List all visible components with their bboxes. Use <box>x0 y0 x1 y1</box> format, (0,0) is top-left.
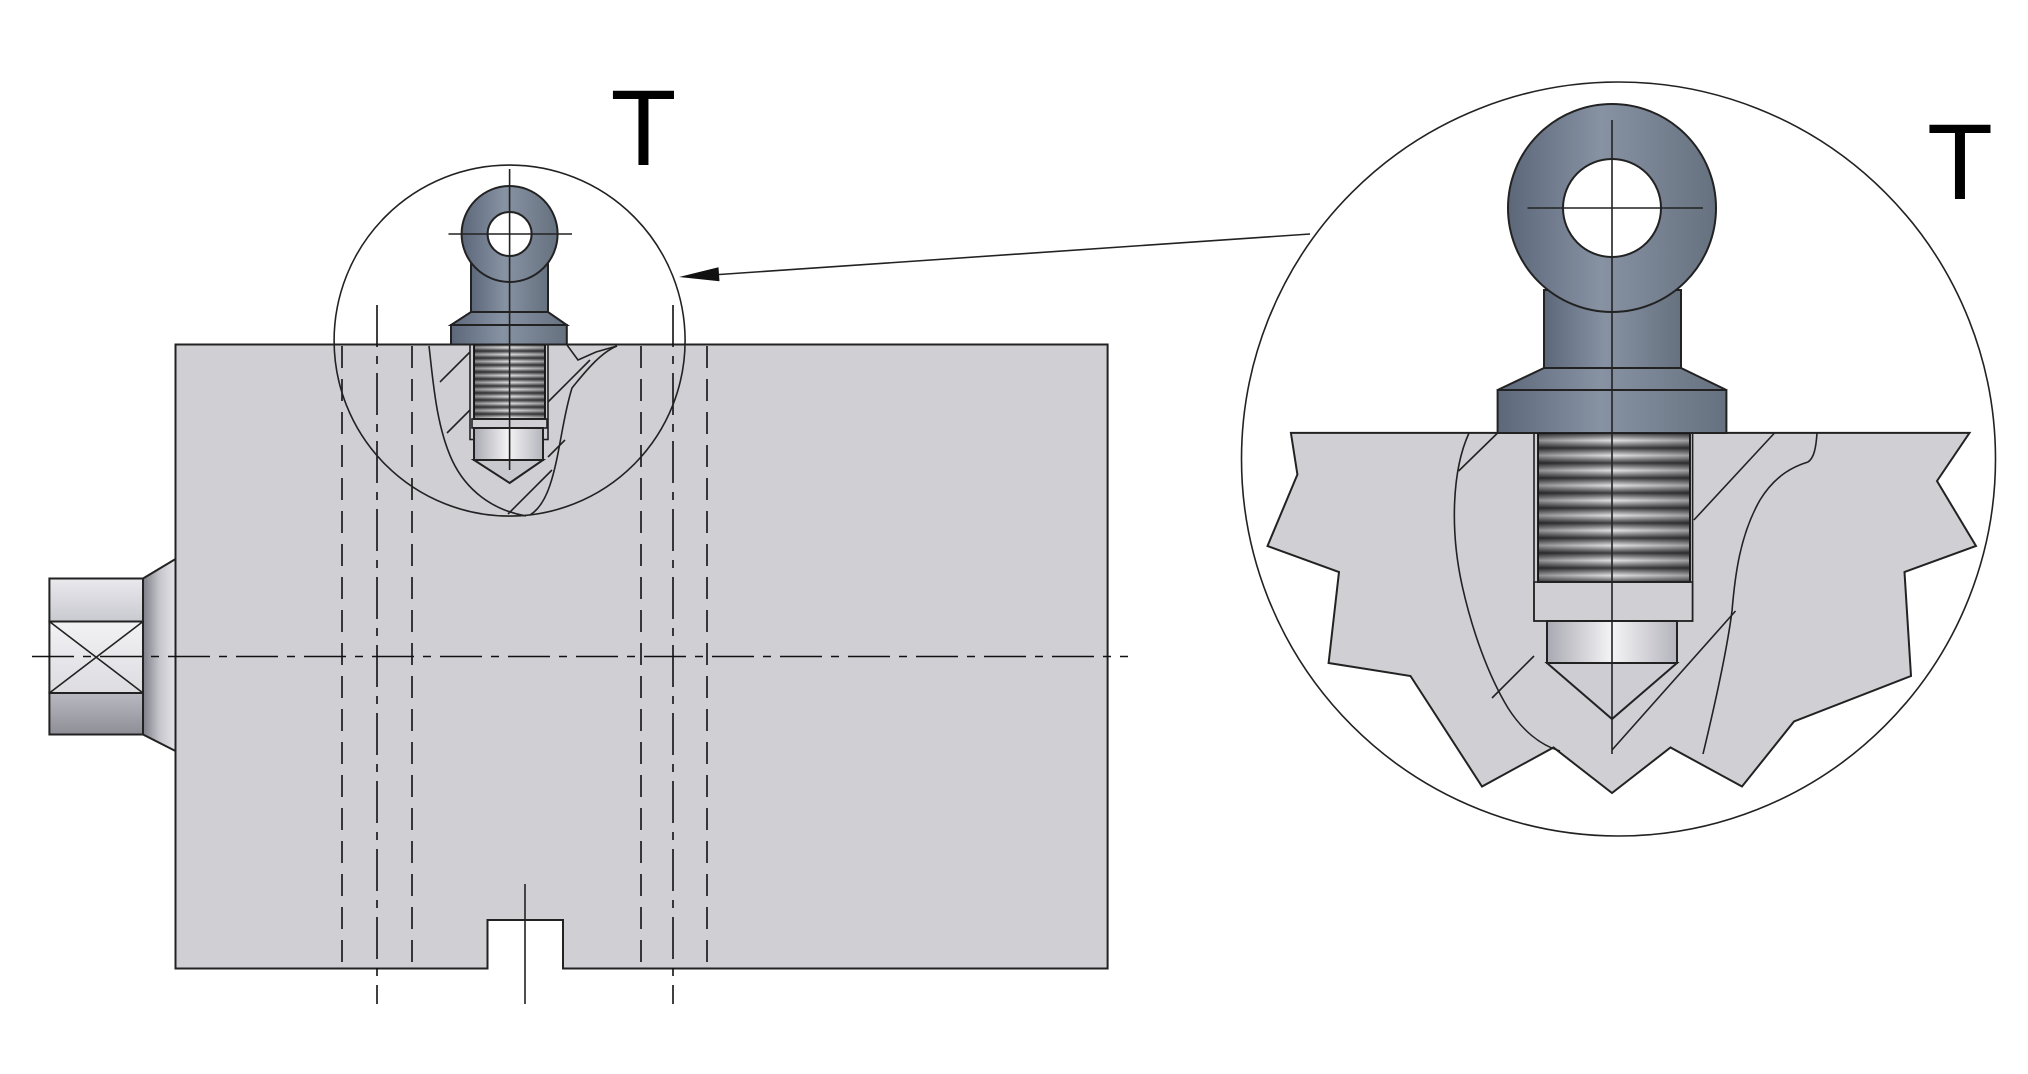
detail-hatch-line-3 <box>1611 610 1737 751</box>
section-break-right <box>529 345 618 516</box>
hatch-line-5 <box>507 469 553 515</box>
local-section-small <box>428 343 618 517</box>
drill-point-cone <box>470 459 547 485</box>
detail-boundary-circle-small <box>333 164 686 517</box>
main-view: T <box>32 67 1128 1004</box>
detail-hatch-line-4 <box>1491 655 1535 699</box>
hatch-line-1 <box>439 351 471 383</box>
detail-boundary-circle <box>1240 81 1997 837</box>
hex-flat-cross-2 <box>48 620 144 694</box>
broken-section <box>1266 431 1978 795</box>
hex-spigot <box>48 557 177 753</box>
detail-eyebolt-thread-shade <box>1538 433 1690 582</box>
detail-hatch-line-1 <box>1458 432 1499 472</box>
eyebolt-shank <box>473 427 544 461</box>
hatch-line-2 <box>446 409 471 434</box>
leader-line <box>711 233 1311 276</box>
detail-leader <box>679 233 1311 282</box>
eyebolt-detail <box>1496 103 1728 754</box>
detail-view: T <box>1240 81 1997 837</box>
section-break-top-edge <box>566 344 618 361</box>
detail-label-t: T <box>1927 101 1993 222</box>
leader-arrowhead <box>679 267 720 282</box>
hex-top-face <box>48 577 144 623</box>
detail-break-right <box>1702 432 1818 755</box>
view-label-t: T <box>611 67 677 188</box>
hatch-line-3 <box>547 359 591 403</box>
detail-break-left <box>1453 432 1561 752</box>
eyebolt-small <box>447 169 572 485</box>
section-break-left <box>428 345 527 517</box>
hatch-line-4 <box>547 439 566 458</box>
detail-hatch-line-2 <box>1693 432 1776 521</box>
hex-bottom-face <box>48 692 144 736</box>
spigot-cone <box>142 557 177 753</box>
